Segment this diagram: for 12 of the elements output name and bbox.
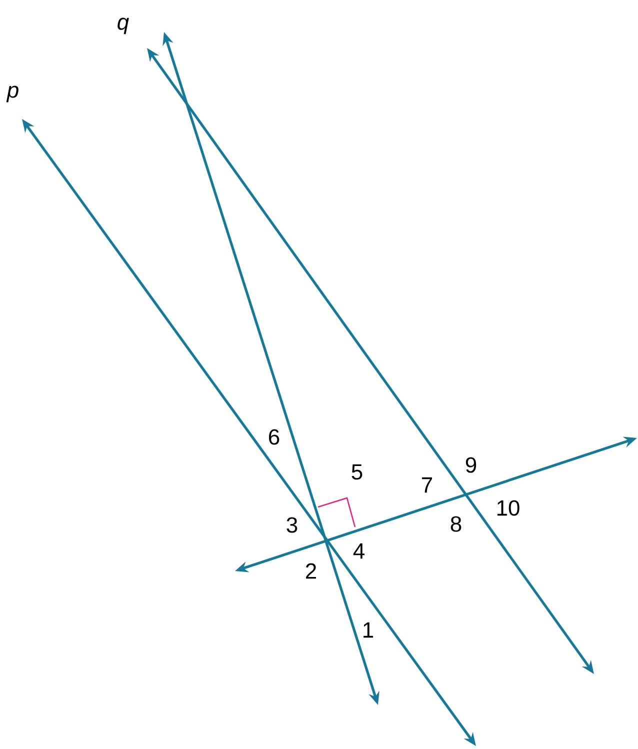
- angle-number: 5: [352, 464, 362, 480]
- angle-number: 7: [422, 477, 432, 493]
- angle-number: 6: [269, 429, 280, 445]
- angle-number: 1: [364, 622, 374, 638]
- angle-number: 10: [497, 500, 520, 516]
- line-label: p: [6, 86, 18, 102]
- angle-number: 8: [450, 516, 462, 532]
- angle-number: 4: [353, 543, 364, 559]
- angle-number: 2: [306, 563, 316, 579]
- line-label: q: [118, 18, 129, 34]
- angle-number: 9: [466, 457, 476, 473]
- angle-number: 3: [286, 517, 298, 533]
